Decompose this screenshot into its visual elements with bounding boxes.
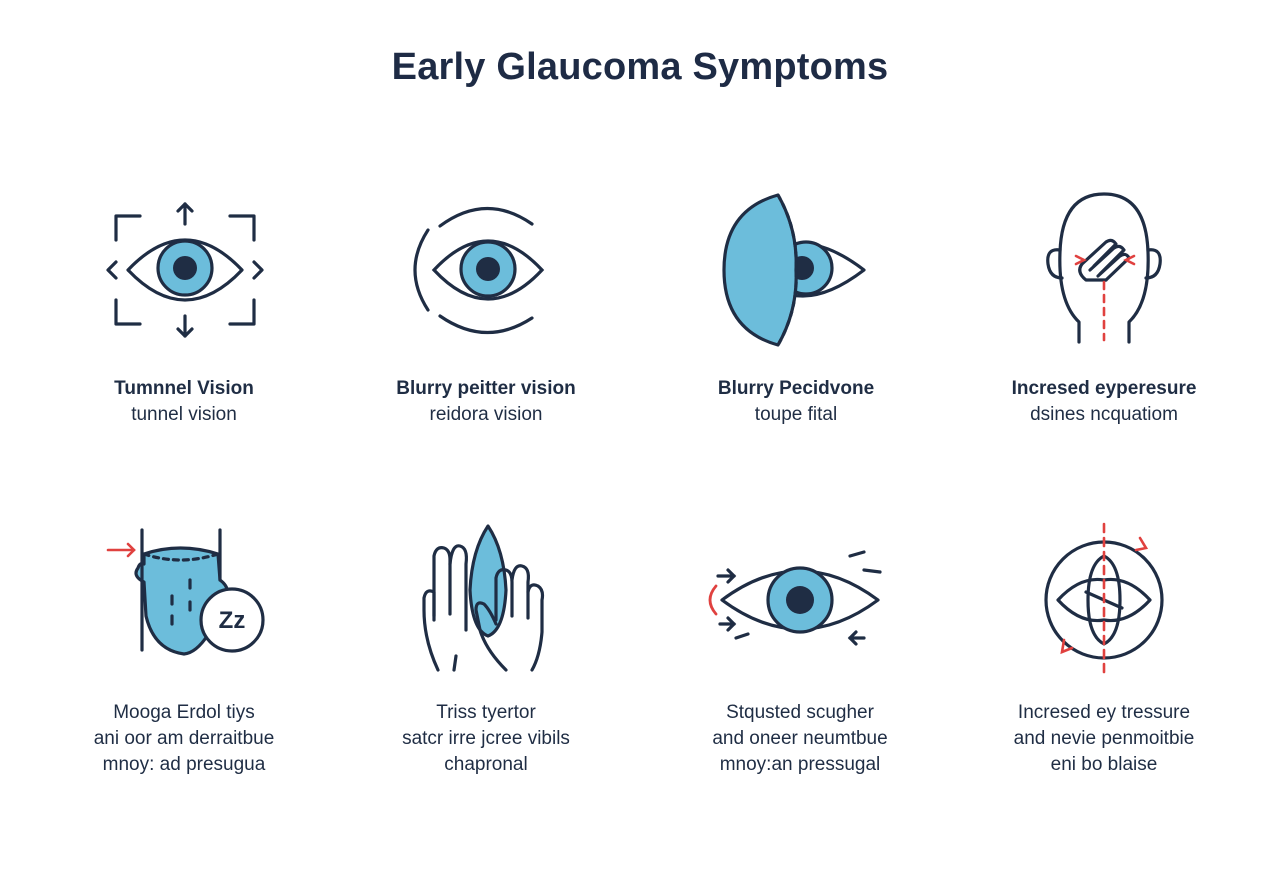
symptom-line: satcr irre jcree vibils [402, 728, 570, 749]
half-shaded-eye-icon [646, 190, 946, 350]
symptom-line: Incresed eyperesure [1011, 378, 1197, 399]
symptom-line: and oneer neumtbue [712, 728, 888, 749]
eye-rotation-icon [954, 520, 1254, 680]
symptom-line: toupe fital [754, 404, 838, 425]
sleepy-eye-pressure-icon: Zz [34, 520, 334, 680]
symptom-line: Triss tyertor [436, 702, 536, 723]
symptom-line: Blurry peitter vision [396, 378, 576, 399]
hands-over-eye-icon [336, 520, 636, 680]
blurry-peripheral-eye-icon [336, 190, 636, 350]
tunnel-vision-eye-icon [34, 190, 334, 350]
symptom-line: ani oor am derraitbue [93, 728, 275, 749]
symptom-label-5: Mooga Erdol tiys ani oor am derraitbue m… [34, 700, 334, 778]
svg-text:Zz: Zz [219, 607, 246, 634]
squinting-eye-icon [650, 520, 950, 680]
symptom-line: eni bo blaise [1050, 754, 1158, 775]
symptom-line: chapronal [444, 754, 528, 775]
page-title: Early Glaucoma Symptoms [391, 46, 889, 88]
symptom-line: and nevie penmoitbie [1013, 728, 1195, 749]
symptom-label-6: Triss tyertor satcr irre jcree vibils ch… [336, 700, 636, 778]
symptom-label-2: Blurry peitter vision reidora vision [336, 376, 636, 428]
symptom-line: Blurry Pecidvone [717, 378, 875, 399]
symptom-line: Mooga Erdol tiys [113, 702, 255, 723]
symptom-line: tunnel vision [131, 404, 237, 425]
symptom-label-7: Stqusted scugher and oneer neumtbue mnoy… [650, 700, 950, 778]
symptom-label-4: Incresed eyperesure dsines ncquatiom [954, 376, 1254, 428]
symptom-line: dsines ncquatiom [1030, 404, 1178, 425]
symptom-line: Incresed ey tressure [1017, 702, 1191, 723]
symptom-line: Tumnnel Vision [114, 378, 254, 399]
symptom-line: reidora vision [429, 404, 543, 425]
symptom-label-1: Tumnnel Vision tunnel vision [34, 376, 334, 428]
symptom-label-8: Incresed ey tressure and nevie penmoitbi… [954, 700, 1254, 778]
head-pressure-icon [954, 190, 1254, 350]
symptom-line: mnoy: ad presugua [102, 754, 266, 775]
symptom-label-3: Blurry Pecidvone toupe fital [646, 376, 946, 428]
symptom-line: Stqusted scugher [726, 702, 874, 723]
symptom-line: mnoy:an pressugal [719, 754, 881, 775]
